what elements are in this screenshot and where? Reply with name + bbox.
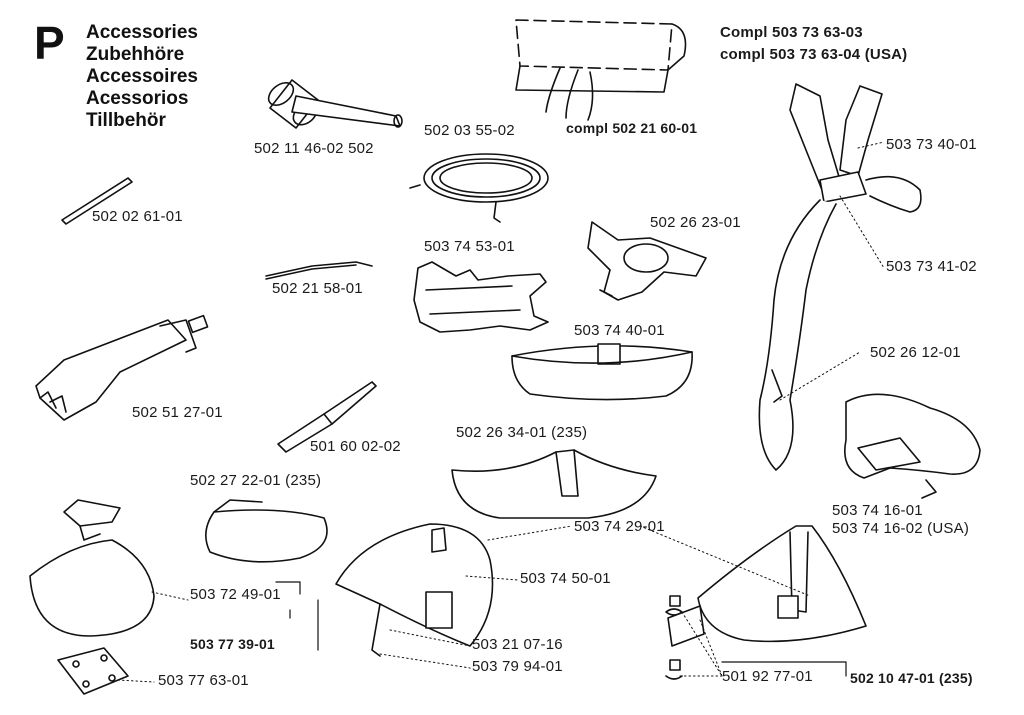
label-502-10-47: 502 10 47-01 (235) xyxy=(850,670,973,686)
bracket-drawing xyxy=(63,499,121,541)
label-502-27-22: 502 27 22-01 (235) xyxy=(190,472,322,489)
heading-accessories-sv: Tillbehör xyxy=(86,110,166,131)
label-501-92-77: 501 92 77-01 xyxy=(722,668,813,685)
guard-large-drawing xyxy=(335,523,494,657)
label-503-74-40: 503 74 40-01 xyxy=(574,322,665,339)
guard-right-drawing xyxy=(697,525,867,643)
hip-pad-drawing xyxy=(413,261,549,333)
label-502-21-60: compl 502 21 60-01 xyxy=(566,120,698,136)
label-compl-2: compl 503 73 63-04 (USA) xyxy=(720,46,908,63)
shield-drawing xyxy=(511,343,693,401)
rod-drawing xyxy=(61,177,133,225)
label-503-74-29: 503 74 29-01 xyxy=(574,518,665,535)
cable-coil-drawing xyxy=(409,153,549,223)
label-503-77-63: 503 77 63-01 xyxy=(158,672,249,689)
label-502-26-34: 502 26 34-01 (235) xyxy=(456,424,588,441)
plate-drawing xyxy=(57,647,129,695)
heading-accessories-de: Zubehhöre xyxy=(86,44,185,65)
hip-pad-2-drawing xyxy=(844,393,981,499)
blade-guard-large-drawing xyxy=(451,449,657,519)
label-502-21-58: 502 21 58-01 xyxy=(272,280,363,297)
label-501-60-02: 501 60 02-02 xyxy=(310,438,401,455)
label-503-73-41: 503 73 41-02 xyxy=(886,258,977,275)
label-503-74-16-01: 503 74 16-01 xyxy=(832,502,923,519)
heading-accessories-fr: Accessoires xyxy=(86,66,198,87)
label-503-21-07: 503 21 07-16 xyxy=(472,636,563,653)
label-503-73-40: 503 73 40-01 xyxy=(886,136,977,153)
small-parts-drawing xyxy=(665,595,705,680)
harness-drawing xyxy=(758,83,922,471)
label-503-74-53: 503 74 53-01 xyxy=(424,238,515,255)
star-plate-drawing xyxy=(587,221,707,301)
heading-accessories-pt: Acessorios xyxy=(86,88,189,109)
harness-cover-drawing xyxy=(515,19,687,121)
label-503-74-50: 503 74 50-01 xyxy=(520,570,611,587)
heading-list: Accessories Zubehhöre Accessoires Acesso… xyxy=(86,22,198,132)
label-502-26-23: 502 26 23-01 xyxy=(650,214,741,231)
label-503-74-16-02: 503 74 16-02 (USA) xyxy=(832,520,970,537)
label-502-26-12: 502 26 12-01 xyxy=(870,344,961,361)
label-503-77-39: 503 77 39-01 xyxy=(190,636,275,652)
bracket-lines xyxy=(275,581,847,677)
heading-accessories-en: Accessories xyxy=(86,22,198,43)
guard-left-drawing xyxy=(29,539,155,637)
label-503-79-94: 503 79 94-01 xyxy=(472,658,563,675)
label-502-03-55: 502 03 55-02 xyxy=(424,122,515,139)
section-letter: P xyxy=(34,17,65,69)
label-502-51-27: 502 51 27-01 xyxy=(132,404,223,421)
label-502-11-46: 502 11 46-02 502 xyxy=(254,140,374,157)
screwdriver-drawing xyxy=(277,381,377,453)
guard-small-drawing xyxy=(205,499,328,563)
t-wrench-drawing xyxy=(267,79,403,129)
label-503-72-49: 503 72 49-01 xyxy=(190,586,281,603)
leader-lines xyxy=(117,141,885,683)
label-compl-1: Compl 503 73 63-03 xyxy=(720,24,863,41)
grease-tube-drawing xyxy=(35,314,209,421)
wire-drawing xyxy=(265,261,373,280)
label-502-02-61: 502 02 61-01 xyxy=(92,208,183,225)
